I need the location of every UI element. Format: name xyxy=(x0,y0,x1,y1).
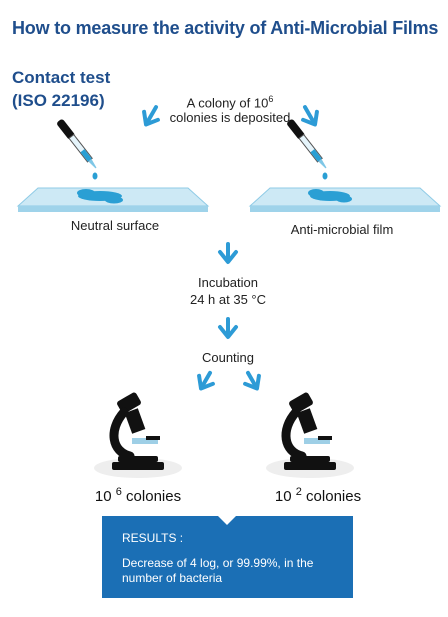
neutral-surface-label: Neutral surface xyxy=(70,218,160,233)
counting-text: Counting xyxy=(201,350,255,365)
deposit-exponent: 6 xyxy=(268,94,274,104)
results-body: Decrease of 4 log, or 99.99%, in the num… xyxy=(122,556,314,585)
right-result-count: 10 2 colonies xyxy=(248,486,388,505)
page-title: How to measure the activity of Anti-Micr… xyxy=(12,18,439,38)
left-result-suffix: colonies xyxy=(121,488,182,505)
deposit-line1: A colony of 10 xyxy=(186,95,269,111)
results-notch xyxy=(218,516,236,525)
arrow-left-icon xyxy=(192,370,215,395)
deposit-text: A colony of 106 colonies is deposited xyxy=(150,94,310,125)
dropper-left-icon xyxy=(57,119,97,169)
left-result-base: 10 xyxy=(94,488,112,505)
results-heading: RESULTS : xyxy=(122,531,184,545)
anti-microbial-film-plate xyxy=(248,187,442,212)
standard-reference: (ISO 22196) xyxy=(12,91,105,110)
deposit-line2: colonies is deposited xyxy=(169,110,291,126)
dropper-right-icon xyxy=(287,119,327,169)
left-result-exponent: 6 xyxy=(115,486,122,498)
incubation-text: Incubation 24 h at 35 °C xyxy=(158,274,298,308)
incubation-line1: Incubation xyxy=(198,275,258,290)
anti-microbial-film-label: Anti-microbial film xyxy=(290,222,394,237)
arrow-down-icon xyxy=(218,317,238,339)
arrow-down-icon xyxy=(218,242,238,264)
microscope-left-icon xyxy=(94,392,182,478)
arrow-right-icon xyxy=(301,105,324,131)
results-panel: RESULTS : Decrease of 4 log, or 99.99%, … xyxy=(102,516,353,598)
neutral-surface-plate xyxy=(16,187,210,212)
method-name: Contact test xyxy=(12,68,111,87)
incubation-line2: 24 h at 35 °C xyxy=(189,292,267,307)
left-result-count: 10 6 colonies xyxy=(68,486,208,505)
right-result-suffix: colonies xyxy=(301,488,362,505)
right-result-exponent: 2 xyxy=(295,486,302,498)
microscope-right-icon xyxy=(266,392,354,478)
arrow-left-icon xyxy=(137,105,160,131)
arrow-right-icon xyxy=(243,370,266,395)
right-result-base: 10 xyxy=(274,488,292,505)
